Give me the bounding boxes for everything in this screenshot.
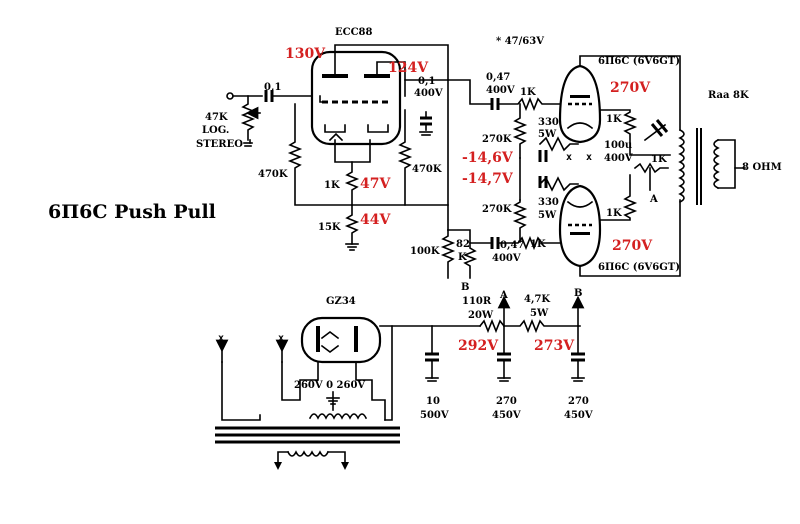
heater-x-top-2: x: [586, 152, 592, 163]
pot-value-label: 47K: [205, 112, 228, 123]
cap-01-voltage-label: 400V: [414, 88, 443, 99]
r-330-bottom-watt-label: 5W: [538, 210, 557, 221]
r-270k-bottom-label: 270K: [482, 204, 512, 215]
cap-270a-label: 270: [496, 396, 517, 407]
r-270k-top-label: 270K: [482, 134, 512, 145]
cap-047-top-label: 0,47: [486, 72, 510, 83]
cap-047-top-voltage-label: 400V: [486, 85, 515, 96]
voltage-annotations: 130V 124V 47V 44V 270V -14,6V -14,7V 270…: [285, 46, 653, 354]
voltage-292v: 292V: [458, 338, 499, 354]
ot-secondary-icon: [713, 138, 720, 190]
cap-047-bottom-voltage-label: 400V: [492, 253, 521, 264]
pot-type-label: LOG.: [202, 125, 229, 136]
r-1k-grid-top-label: 1K: [520, 87, 536, 98]
preamp-tube-label: ECC88: [335, 27, 372, 38]
input-jack-icon: [226, 92, 234, 100]
r-15k-label: 15K: [318, 222, 341, 233]
gz34-tube-icon: [300, 316, 382, 364]
r-82k-label-a: 82: [456, 239, 470, 250]
voltage-130v: 130V: [285, 46, 326, 62]
r-470k-right-label: 470K: [412, 164, 442, 175]
r-330-top-label: 330: [538, 117, 559, 128]
voltage-minus-14-6v: -14,6V: [462, 150, 514, 166]
r-1k-screen-top-label: 1K: [606, 114, 622, 125]
r-4k7-watt-label: 5W: [530, 308, 549, 319]
voltage-44v: 44V: [360, 212, 391, 228]
note-cap-label: * 47/63V: [496, 36, 544, 47]
voltage-124v: 124V: [388, 60, 429, 76]
preamp-section: ECC88 0,1 400V 470K 470K 1K: [258, 27, 449, 251]
power-supply: GZ34 110R 20W A 4,7K 5W B 10 500V 270 45…: [215, 288, 593, 470]
r-110r-label: 110R: [462, 296, 492, 307]
r-4k7-label: 4,7K: [524, 294, 550, 305]
power-tube-top-icon: [558, 64, 602, 144]
r-330-bottom-label: 330: [538, 197, 559, 208]
heater-x-left: x: [218, 333, 224, 344]
node-a-right-label: A: [649, 194, 658, 205]
input-section: 0,1 47K LOG. STEREO: [196, 82, 321, 150]
voltage-270v-top: 270V: [610, 80, 651, 96]
power-tube-top-label: 6П6С (6V6GT): [598, 56, 680, 67]
voltage-47v: 47V: [360, 176, 391, 192]
ps-secondary-icon: [308, 413, 368, 420]
pot-mode-label: STEREO: [196, 139, 243, 150]
grid-network: 0,47 400V 1K 270K 330 5W 330 5W 270K 0,4…: [410, 72, 579, 293]
r-470k-left-label: 470K: [258, 169, 288, 180]
r-1k-feedback-label: 1K: [651, 154, 667, 165]
voltage-minus-14-7v: -14,7V: [462, 171, 514, 187]
cap-10-label: 10: [426, 396, 440, 407]
output-impedance-label: 8 OHM: [742, 162, 782, 173]
voltage-273v: 273V: [534, 338, 575, 354]
cap-100u-label: 100u: [604, 140, 632, 151]
r-1k-grid-bottom-label: 1K: [530, 239, 546, 250]
secondary-winding-label: 260V 0 260V: [294, 380, 365, 391]
r-82k-label-b: K: [458, 252, 467, 263]
r-1k-screen-bottom-label: 1K: [606, 208, 622, 219]
coupling-cap-label: 0,1: [264, 82, 281, 93]
cap-270a-voltage-label: 450V: [492, 410, 521, 421]
r-100k-label: 100K: [410, 246, 440, 257]
cap-270b-label: 270: [568, 396, 589, 407]
output-transformer-label: Raa 8K: [708, 90, 749, 101]
ps-primary-icon: [286, 450, 330, 457]
rectifier-label: GZ34: [326, 296, 356, 307]
power-stage: 6П6С (6V6GT) 6П6С (6V6GT) 1K 1K 100u 400…: [558, 55, 681, 277]
voltage-270v-bottom: 270V: [612, 238, 653, 254]
cap-100u-voltage-label: 400V: [604, 153, 633, 164]
r-110r-watt-label: 20W: [468, 310, 494, 321]
volume-pot-icon: [240, 95, 256, 141]
node-b-ps-label: B: [574, 288, 582, 299]
cap-047-bottom-label: 0,47: [500, 240, 524, 251]
heater-x-top: x: [566, 152, 572, 163]
diagram-title: 6П6С Push Pull: [48, 201, 216, 223]
ot-primary-icon: [678, 128, 685, 204]
cap-10-voltage-label: 500V: [420, 410, 449, 421]
heater-x-mid: x: [278, 333, 284, 344]
r-330-top-watt-label: 5W: [538, 129, 557, 140]
r-1k-cathode-label: 1K: [324, 180, 340, 191]
cap-270b-voltage-label: 450V: [564, 410, 593, 421]
output-transformer: Raa 8K 8 OHM: [643, 90, 782, 205]
cap-01-label: 0,1: [418, 76, 435, 87]
power-tube-bottom-label: 6П6С (6V6GT): [598, 262, 680, 273]
node-b-top-label: B: [461, 282, 469, 293]
power-tube-bottom-icon: [558, 184, 602, 268]
node-a-ps-label: A: [499, 290, 508, 301]
